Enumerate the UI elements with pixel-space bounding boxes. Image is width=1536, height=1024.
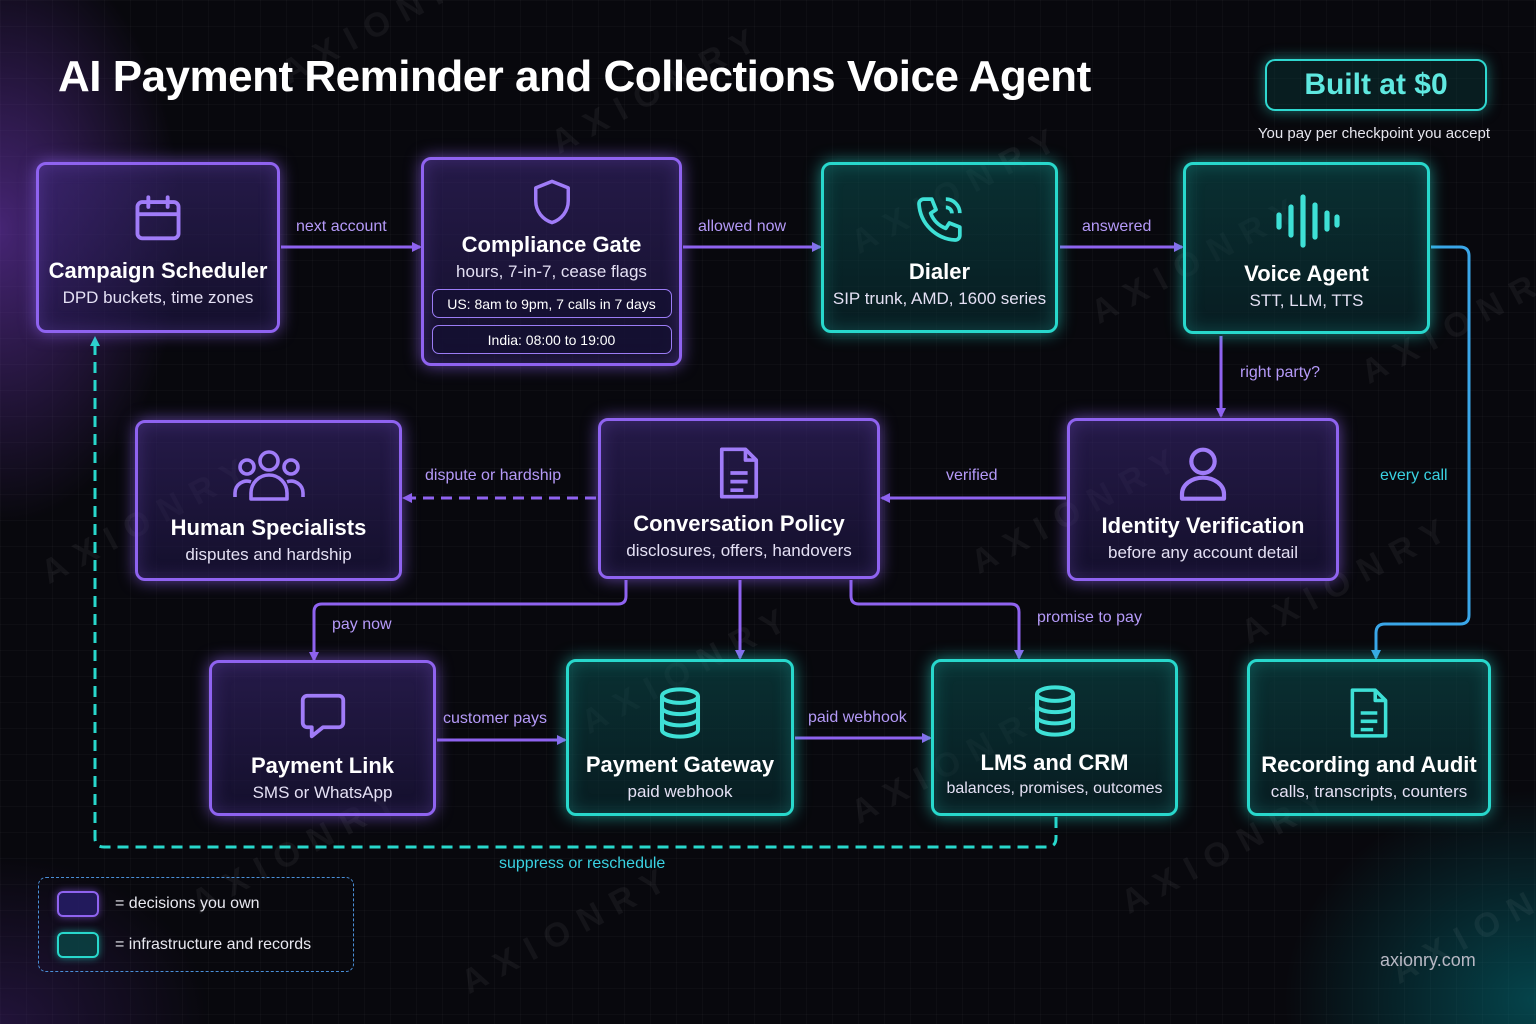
database-icon: [1034, 685, 1075, 737]
calendar-icon: [135, 195, 181, 241]
node-title: Human Specialists: [170, 515, 367, 540]
legend-label-infrastructure: = infrastructure and records: [115, 936, 312, 953]
edge-label-verified: verified: [946, 467, 998, 484]
node-recording-audit: Recording and Audit calls, transcripts, …: [1247, 659, 1491, 816]
legend: = decisions you own = infrastructure and…: [38, 877, 354, 972]
edge-label-answered: answered: [1082, 218, 1152, 235]
node-subtitle: hours, 7-in-7, cease flags: [456, 262, 647, 281]
footer-url: axionry.com: [1380, 950, 1476, 970]
node-subtitle: disclosures, offers, handovers: [626, 541, 852, 560]
users-icon: [232, 450, 305, 501]
shield-icon: [533, 179, 570, 225]
edge-label-promise-to-pay: promise to pay: [1037, 609, 1142, 626]
node-subtitle: disputes and hardship: [185, 545, 352, 564]
node-title: Recording and Audit: [1261, 752, 1477, 777]
node-dialer: Dialer SIP trunk, AMD, 1600 series: [821, 162, 1058, 333]
node-title: Dialer: [908, 259, 971, 284]
node-title: Compliance Gate: [461, 232, 642, 257]
phone-icon: [916, 197, 962, 242]
edge-label-pay-now: pay now: [332, 616, 392, 633]
edge-label-suppress-or-reschedule: suppress or reschedule: [499, 855, 666, 872]
node-title: Identity Verification: [1101, 513, 1305, 538]
price-badge-caption: You pay per checkpoint you accept: [1257, 125, 1490, 142]
node-conversation-policy: Conversation Policy disclosures, offers,…: [598, 418, 880, 579]
waveform-icon: [1275, 194, 1340, 248]
edge-label-every-call: every call: [1380, 467, 1448, 484]
legend-label-decisions: = decisions you own: [115, 895, 260, 912]
node-subtitle: paid webhook: [627, 782, 733, 801]
user-icon: [1179, 447, 1227, 501]
rule-pill-india: India: 08:00 to 19:00: [431, 325, 672, 354]
node-title: Payment Gateway: [585, 752, 775, 777]
node-title: Payment Link: [250, 753, 395, 778]
document-icon: [719, 447, 759, 499]
node-title: Voice Agent: [1244, 261, 1369, 286]
node-title: Conversation Policy: [633, 511, 845, 536]
rule-pill-us: US: 8am to 9pm, 7 calls in 7 days: [431, 289, 672, 318]
price-badge: Built at $0: [1265, 59, 1487, 111]
node-subtitle: STT, LLM, TTS: [1249, 291, 1364, 310]
database-icon: [659, 687, 701, 739]
node-subtitle: balances, promises, outcomes: [946, 780, 1163, 797]
node-voice-agent: Voice Agent STT, LLM, TTS: [1183, 162, 1430, 334]
node-identity-verification: Identity Verification before any account…: [1067, 418, 1339, 581]
edge-label-dispute-or-hardship: dispute or hardship: [425, 467, 562, 484]
edge-label-next-account: next account: [296, 218, 387, 235]
node-title: Campaign Scheduler: [48, 258, 268, 283]
node-human-specialists: Human Specialists disputes and hardship: [135, 420, 402, 581]
node-subtitle: SIP trunk, AMD, 1600 series: [832, 289, 1047, 308]
edge-promise-to-pay: [849, 580, 1024, 660]
legend-swatch-infrastructure: [57, 932, 99, 958]
page-title: AI Payment Reminder and Collections Voic…: [58, 52, 1091, 101]
node-title: LMS and CRM: [980, 750, 1129, 775]
edge-label-customer-pays: customer pays: [443, 710, 548, 727]
legend-swatch-decisions: [57, 891, 99, 917]
node-campaign-scheduler: Campaign Scheduler DPD buckets, time zon…: [36, 162, 280, 333]
node-subtitle: calls, transcripts, counters: [1270, 782, 1468, 801]
edge-label-paid-webhook: paid webhook: [808, 709, 907, 726]
edge-label-right-party: right party?: [1240, 364, 1321, 381]
node-payment-link: Payment Link SMS or WhatsApp: [209, 660, 436, 816]
node-lms-crm: LMS and CRM balances, promises, outcomes: [931, 659, 1178, 816]
edge-label-allowed-now: allowed now: [698, 218, 787, 235]
edge-pay-now: [309, 580, 628, 662]
edge-suppress-or-reschedule: [90, 336, 1058, 849]
node-payment-gateway: Payment Gateway paid webhook: [566, 659, 794, 816]
node-subtitle: SMS or WhatsApp: [252, 783, 393, 802]
edge-every-call: [1371, 245, 1471, 660]
node-subtitle: DPD buckets, time zones: [62, 288, 254, 307]
node-compliance-gate: Compliance Gate hours, 7-in-7, cease fla…: [421, 157, 682, 366]
document-icon: [1350, 688, 1388, 738]
node-subtitle: before any account detail: [1108, 543, 1298, 562]
chat-bubble-icon: [300, 693, 345, 739]
